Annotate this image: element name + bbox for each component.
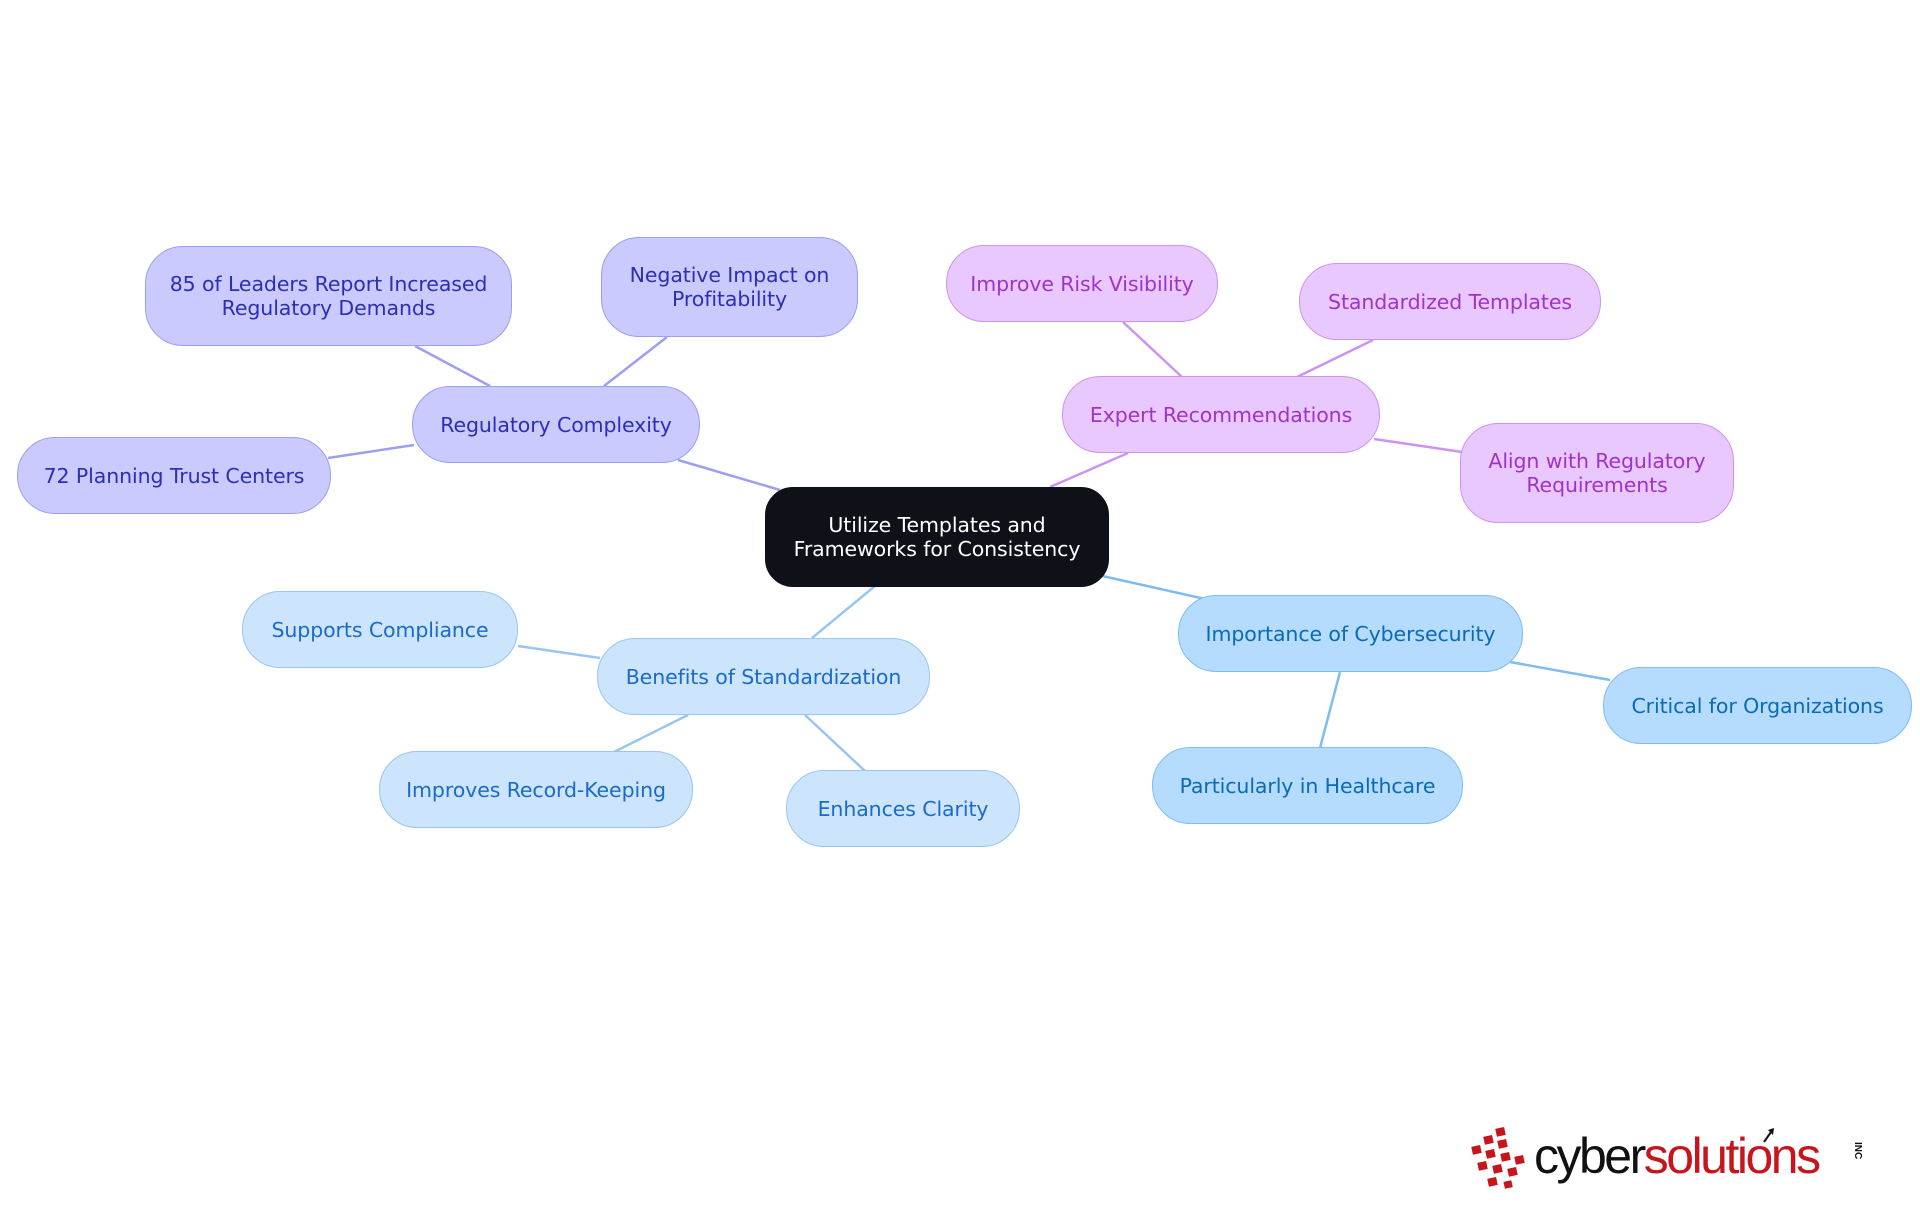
- edge-root-cyber: [1097, 573, 1206, 601]
- edge-expert-3: [1373, 437, 1463, 454]
- edge-regulatory-2: [603, 336, 668, 387]
- leaf-supports-compliance: Supports Compliance: [242, 591, 518, 668]
- edge-regulatory-1: [414, 344, 491, 388]
- leaf-enhances-clarity: Enhances Clarity: [786, 770, 1020, 847]
- logo-word-solutions: solutions: [1643, 1128, 1821, 1184]
- branch-regulatory-complexity: Regulatory Complexity: [412, 386, 700, 463]
- leaf-particularly-in-healthcare: Particularly in Healthcare: [1152, 747, 1463, 824]
- edge-cyber-1: [1509, 660, 1611, 682]
- leaf-standardized-templates: Standardized Templates: [1299, 263, 1601, 340]
- edge-root-regulatory: [677, 458, 781, 492]
- edge-benefits-2: [611, 713, 689, 755]
- logo-mark-icon: [1471, 1127, 1525, 1189]
- edge-expert-1: [1122, 321, 1183, 378]
- edge-root-expert: [1049, 451, 1129, 489]
- edge-benefits-3: [804, 714, 866, 772]
- branch-importance-of-cybersecurity: Importance of Cybersecurity: [1178, 595, 1523, 672]
- leaf-improve-risk-visibility: Improve Risk Visibility: [946, 245, 1218, 322]
- logo-accent-icon: [1763, 1128, 1774, 1143]
- edge-cyber-2: [1318, 671, 1342, 749]
- leaf-leaders-regulatory-demands: 85 of Leaders Report Increased Regulator…: [145, 246, 512, 346]
- cybersolutions-logo: cybersolutions INC: [1468, 1126, 1868, 1196]
- branch-expert-recommendations: Expert Recommendations: [1062, 376, 1380, 453]
- edge-regulatory-3: [327, 443, 415, 460]
- leaf-improves-record-keeping: Improves Record-Keeping: [379, 751, 693, 828]
- edge-root-benefits: [811, 585, 876, 639]
- logo-word-cyber: cyber: [1534, 1128, 1646, 1184]
- leaf-planning-trust-centers: 72 Planning Trust Centers: [17, 437, 331, 514]
- logo-inc-suffix: INC: [1852, 1142, 1863, 1160]
- logo-wordmark: cybersolutions: [1534, 1126, 1821, 1186]
- leaf-critical-for-organizations: Critical for Organizations: [1603, 667, 1912, 744]
- edge-benefits-1: [517, 644, 601, 660]
- edge-expert-2: [1296, 338, 1374, 379]
- leaf-negative-impact-profitability: Negative Impact on Profitability: [601, 237, 858, 337]
- branch-benefits-of-standardization: Benefits of Standardization: [597, 638, 930, 715]
- leaf-align-regulatory-requirements: Align with Regulatory Requirements: [1460, 423, 1734, 523]
- root-node: Utilize Templates and Frameworks for Con…: [765, 487, 1109, 587]
